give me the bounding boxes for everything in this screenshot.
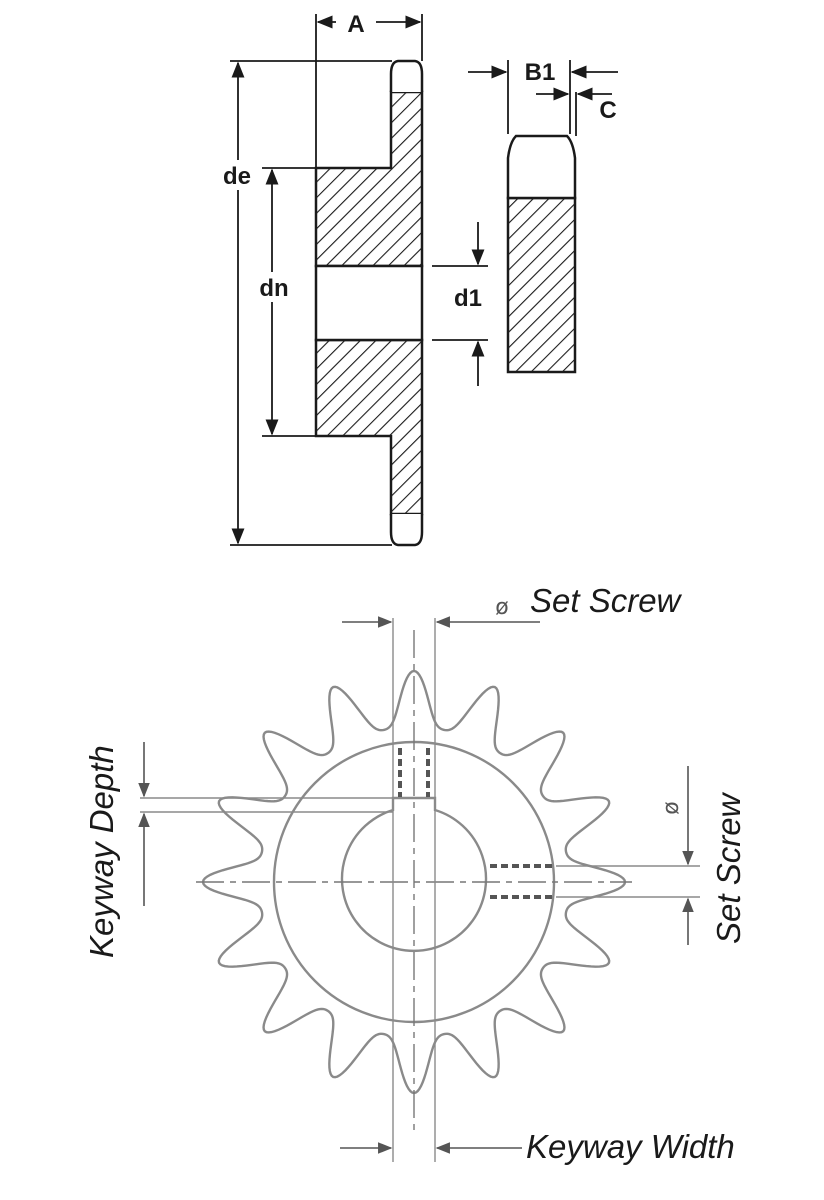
plate-section [506,196,577,374]
hub-section-lower [314,338,424,516]
label-de: de [223,163,251,190]
label-keyway-depth: Keyway Depth [83,745,120,958]
label-dn: dn [259,275,288,302]
label-c: C [599,97,616,124]
label-set-screw-right: Set Screw [710,791,747,944]
front-view: ø Set Screw Keyway Depth ø Set Screw Key… [83,582,747,1165]
bore [314,264,424,342]
diameter-symbol-right: ø [659,801,684,814]
diameter-symbol-top: ø [495,595,508,620]
plate-view: B1 C [468,56,618,374]
label-set-screw-top: Set Screw [530,582,683,619]
tooth-tip-upper [389,59,424,92]
label-keyway-width: Keyway Width [526,1128,735,1165]
tooth-tip-lower [389,514,424,547]
side-view: A de dn d1 [210,8,488,547]
hub-section-upper [314,90,424,268]
label-d1: d1 [454,285,482,312]
label-a: A [347,11,364,38]
plate-tooth-tip [506,134,577,200]
label-b1: B1 [525,59,556,86]
